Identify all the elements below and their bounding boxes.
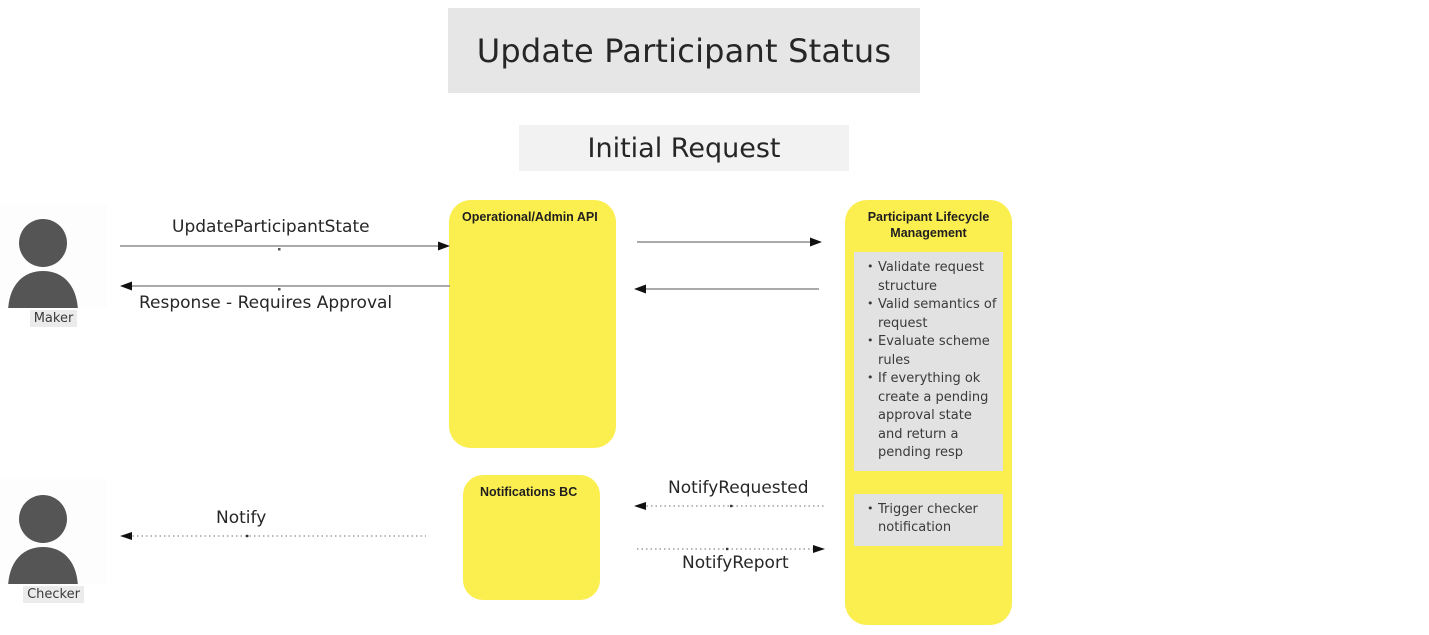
actor-maker[interactable]: Maker: [0, 203, 107, 327]
note-list: Validate request structure Valid semanti…: [858, 258, 999, 463]
process-box-title: Participant Lifecycle Management: [845, 200, 1012, 241]
process-box-title: Notifications BC: [480, 485, 578, 499]
arrow-left-dotted-icon: [634, 502, 824, 510]
flow-notify[interactable]: [120, 530, 426, 542]
list-item: If everything ok create a pending approv…: [867, 369, 997, 463]
process-box-notifications-bc[interactable]: Notifications BC: [463, 475, 600, 600]
actor-maker-label: Maker: [0, 310, 107, 327]
flow-update-participant-state[interactable]: [120, 240, 450, 252]
actor-checker-label: Checker: [0, 586, 107, 603]
flow-label-notify-report: NotifyReport: [682, 553, 789, 573]
process-box-operational-admin-api[interactable]: Operational/Admin API: [449, 200, 616, 448]
flow-api-to-plm-request[interactable]: [637, 236, 822, 248]
page-title: Update Participant Status: [448, 8, 920, 93]
flow-notify-requested[interactable]: [634, 500, 824, 512]
note-panel-notification: Trigger checker notification: [854, 493, 1003, 546]
flow-response-requires-approval[interactable]: [120, 280, 450, 292]
list-item: Validate request structure: [867, 258, 997, 296]
arrow-left-icon: [634, 284, 819, 294]
flow-label-response-requires-approval: Response - Requires Approval: [139, 293, 393, 313]
process-box-title-line1: Participant Lifecycle: [867, 210, 990, 224]
arrow-right-icon: [120, 241, 450, 251]
arrow-right-dotted-icon: [637, 545, 825, 553]
arrow-right-icon: [637, 237, 822, 247]
avatar: [0, 203, 107, 308]
flow-label-update-participant-state: UpdateParticipantState: [172, 217, 370, 237]
list-item: Valid semantics of request: [867, 295, 997, 333]
list-item: Evaluate scheme rules: [867, 332, 997, 370]
list-item: Trigger checker notification: [867, 500, 997, 538]
arrow-left-dotted-icon: [120, 532, 426, 540]
flow-label-notify-requested: NotifyRequested: [668, 478, 809, 498]
process-box-title: Operational/Admin API: [462, 210, 598, 224]
flow-plm-to-api-response[interactable]: [634, 283, 819, 295]
person-icon: [8, 219, 78, 308]
process-box-title-line2: Management: [890, 225, 967, 240]
avatar: [0, 479, 107, 584]
arrow-left-icon: [120, 281, 450, 291]
flow-notify-report[interactable]: [637, 543, 825, 555]
flow-label-notify: Notify: [216, 508, 267, 528]
phase-title: Initial Request: [519, 125, 849, 171]
note-list: Trigger checker notification: [858, 500, 999, 538]
note-panel-validation: Validate request structure Valid semanti…: [854, 252, 1003, 471]
actor-checker[interactable]: Checker: [0, 479, 107, 603]
process-box-participant-lifecycle-management[interactable]: Participant Lifecycle Management Validat…: [845, 200, 1012, 625]
person-icon: [8, 495, 78, 584]
